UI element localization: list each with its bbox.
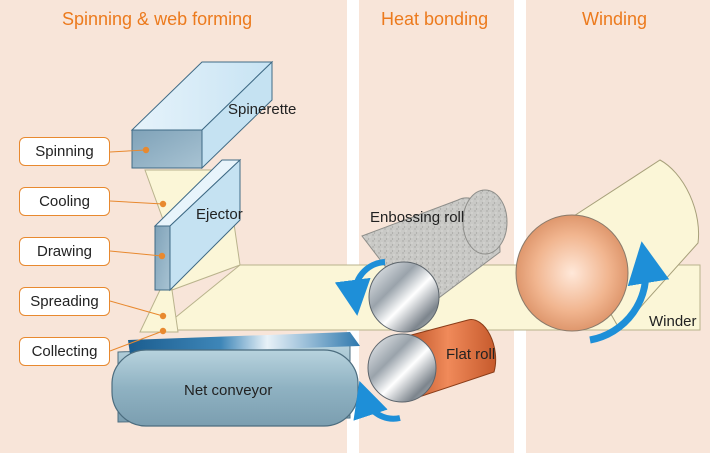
winder-roll-end bbox=[515, 214, 629, 332]
flat-roll-rotation-arrow bbox=[353, 380, 401, 422]
label-embossing-roll: Enbossing roll bbox=[370, 209, 465, 226]
step-spreading: Spreading bbox=[19, 287, 110, 316]
leader-dots bbox=[142, 146, 167, 335]
section-title-heat-bonding: Heat bonding bbox=[381, 9, 489, 29]
leader-lines bbox=[109, 149, 164, 352]
step-collecting: Collecting bbox=[19, 337, 110, 366]
section-title-spinning: Spinning & web forming bbox=[62, 9, 253, 29]
label-winder: Winder bbox=[649, 313, 697, 330]
label-spinerette: Spinerette bbox=[228, 101, 297, 118]
section-title-winding: Winding bbox=[582, 9, 648, 29]
label-ejector: Ejector bbox=[196, 206, 243, 223]
step-cooling: Cooling bbox=[19, 187, 110, 216]
step-spinning: Spinning bbox=[19, 137, 110, 166]
embossing-roll-face bbox=[368, 261, 440, 333]
winder-rotation-arrow bbox=[589, 241, 670, 344]
flat-roll-face bbox=[367, 333, 437, 403]
label-net-conveyor: Net conveyor bbox=[184, 382, 273, 399]
net-conveyor-top bbox=[128, 332, 360, 354]
spinerette-front bbox=[131, 129, 203, 169]
label-flat-roll: Flat roll bbox=[446, 346, 496, 363]
embossing-roll-end-back bbox=[462, 189, 508, 255]
embossing-rotation-arrow bbox=[334, 259, 386, 316]
step-drawing: Drawing bbox=[19, 237, 110, 266]
